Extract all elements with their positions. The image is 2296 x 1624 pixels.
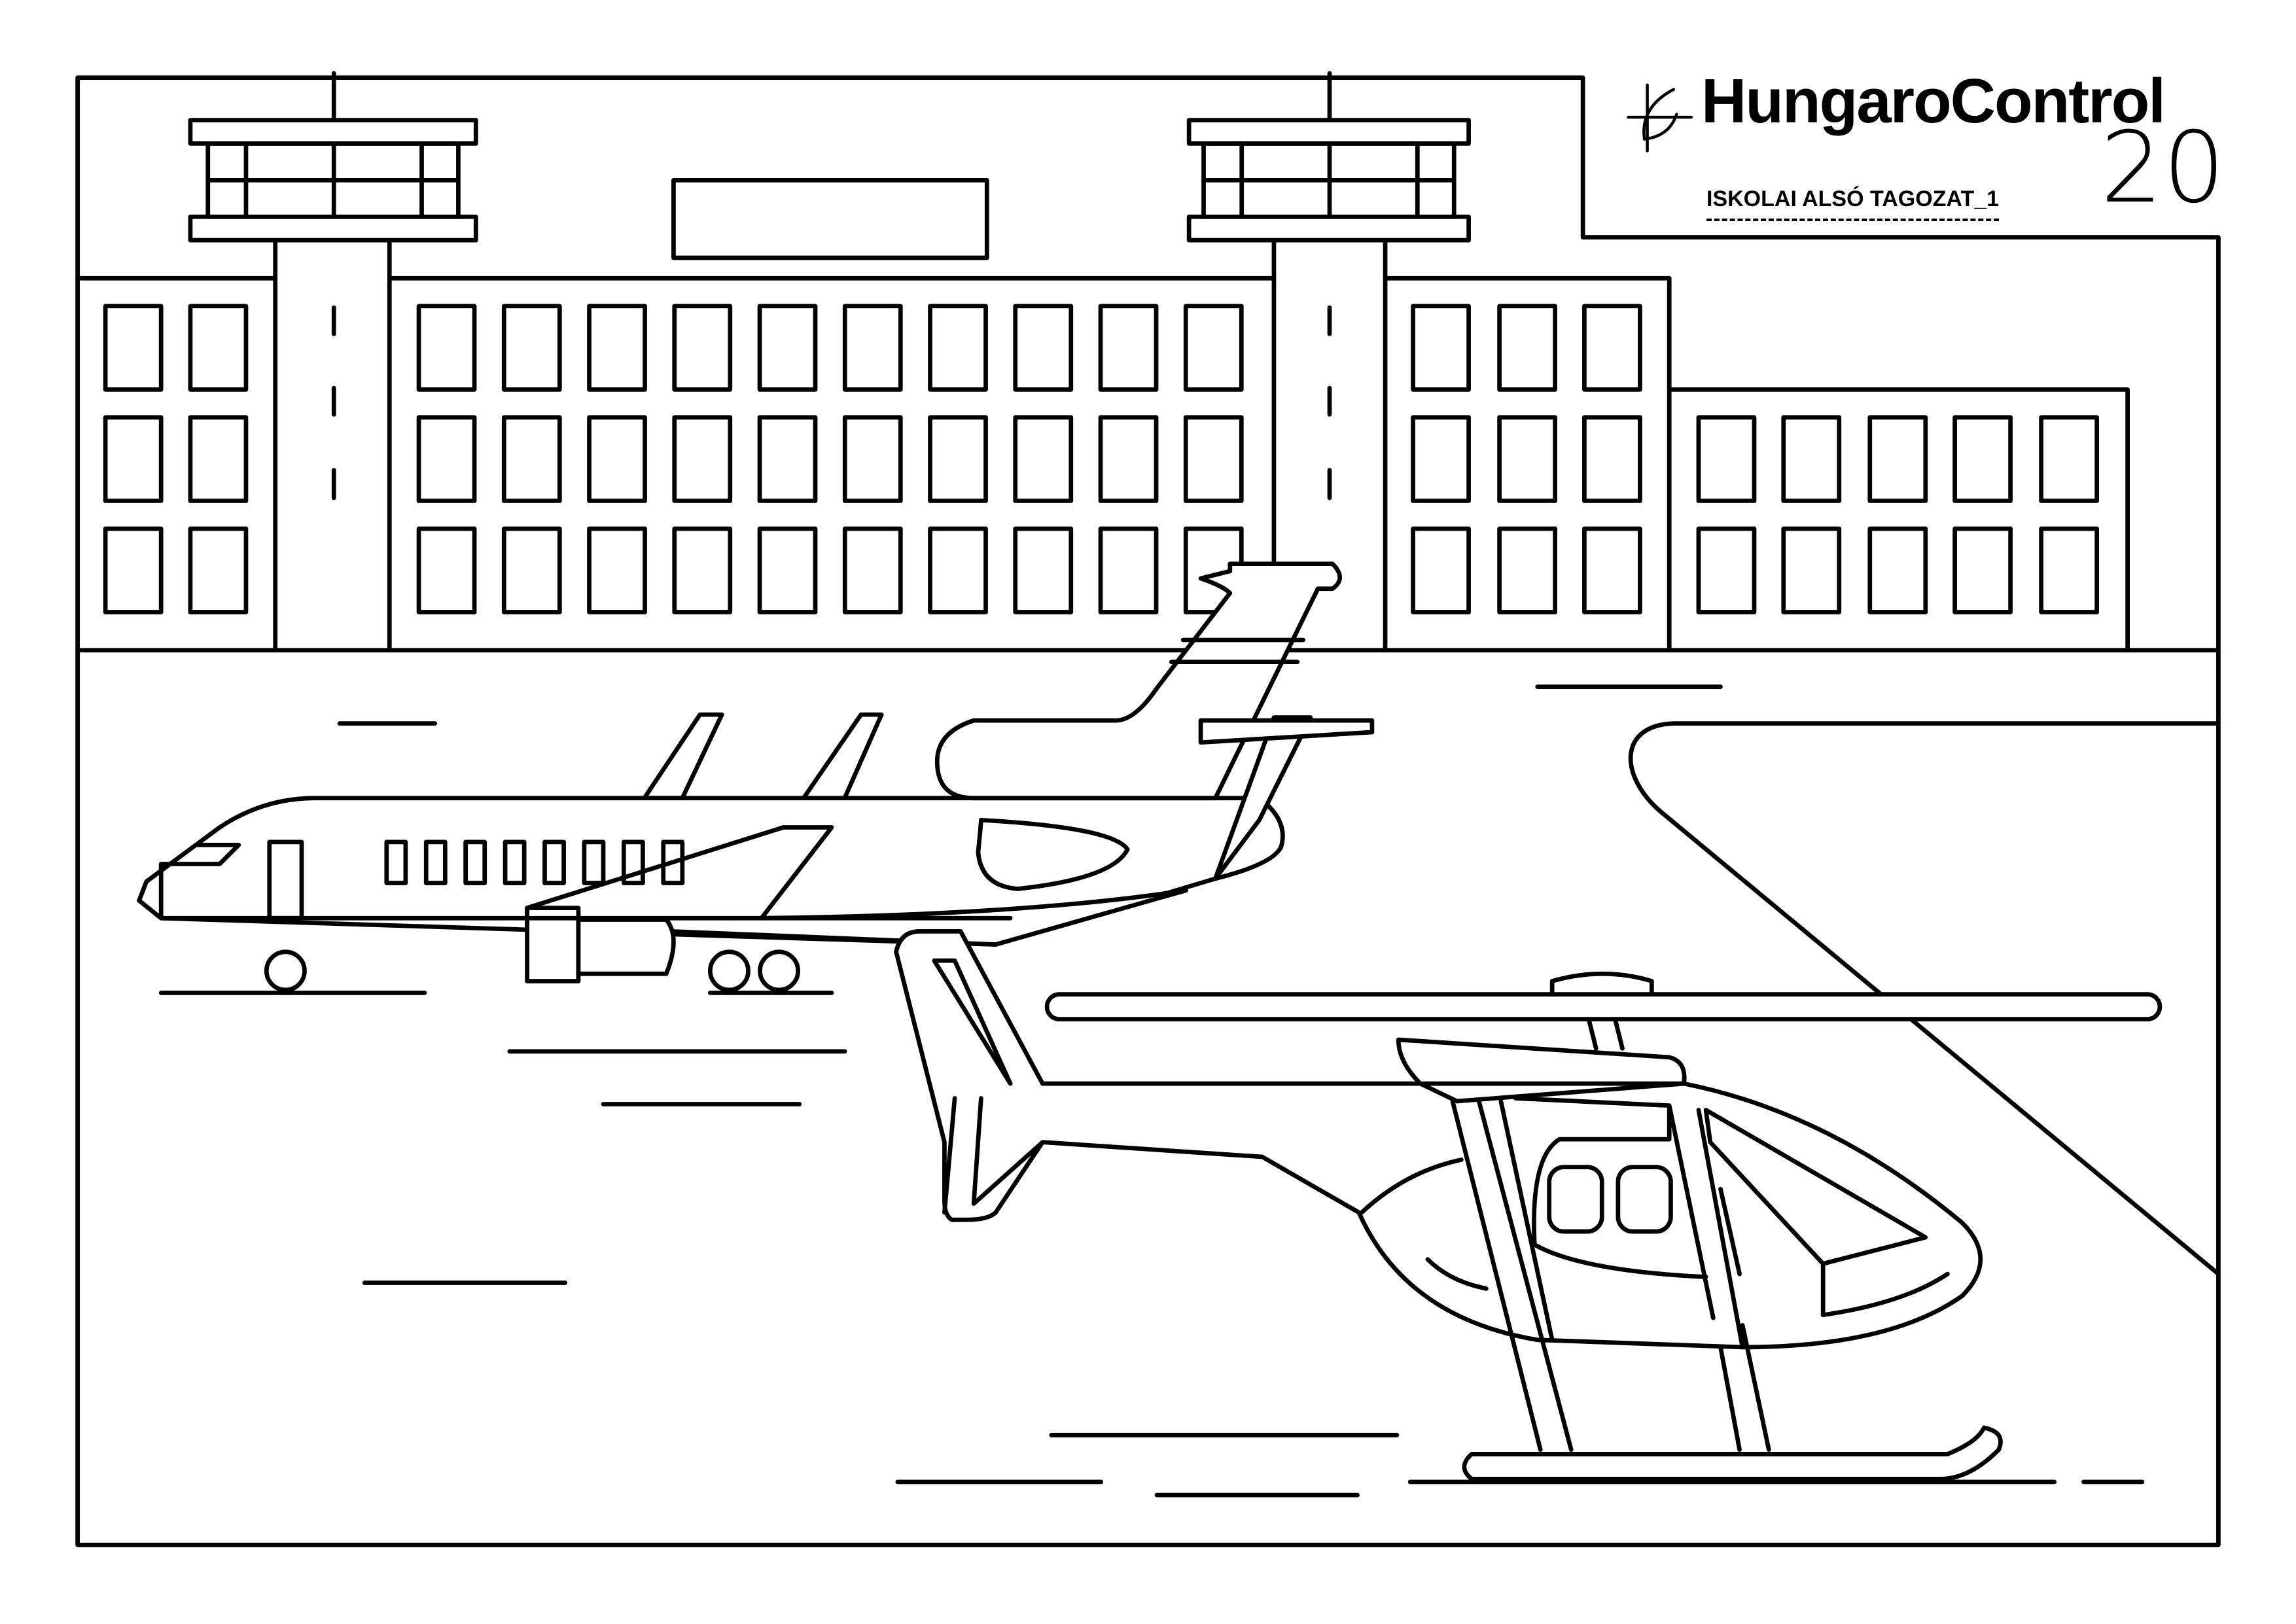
helicopter [894,929,2163,1481]
window [1013,304,1074,392]
window [842,526,903,614]
window [928,304,988,392]
window [1411,526,1471,614]
window [1098,415,1159,503]
window [188,415,249,503]
window [416,526,477,614]
window [757,526,818,614]
window [501,304,562,392]
window [103,415,164,503]
window [1098,526,1159,614]
window [1952,526,2013,614]
window [501,526,562,614]
window [1696,526,1757,614]
window [842,304,903,392]
window [1781,526,1842,614]
taxiway [1628,721,2221,1277]
window [1867,415,1928,503]
page-frame [75,75,2221,1547]
window [1411,304,1471,392]
window [1582,415,1642,503]
hungarocontrol-emblem [1627,83,1693,152]
porthole [582,839,606,885]
porthole [503,839,527,885]
window [188,526,249,614]
window [1183,304,1244,392]
window [1582,304,1642,392]
porthole [542,839,566,885]
anniversary-number: 20 [2100,111,2225,225]
window [1013,415,1074,503]
window [587,304,647,392]
window [2039,415,2100,503]
window [1497,415,1557,503]
window [416,304,477,392]
window [1867,526,1928,614]
window [188,304,249,392]
airplane [137,561,1375,993]
window [1952,415,2013,503]
window [1497,304,1557,392]
hungarocontrol-logo: HungaroControl [1701,66,2166,136]
subtitle: ISKOLAI ALSÓ TAGOZAT_1 [1706,186,2000,221]
ground-markings [158,684,2145,1498]
window [1497,526,1557,614]
window [416,415,477,503]
window [103,304,164,392]
window [1098,304,1159,392]
window [501,415,562,503]
window [103,526,164,614]
window [672,526,733,614]
window [587,526,647,614]
window [672,415,733,503]
window [1411,415,1471,503]
control-tower-left [188,71,478,243]
terminal-building [75,177,2221,653]
window [1183,415,1244,503]
window [672,304,733,392]
porthole [661,839,685,885]
window [1582,526,1642,614]
window [587,415,647,503]
window [1781,415,1842,503]
window [1013,526,1074,614]
window [842,415,903,503]
porthole [463,839,487,885]
control-tower-right [1186,71,1471,243]
porthole [384,839,408,885]
window [757,304,818,392]
porthole [621,839,645,885]
window [928,415,988,503]
window [2039,526,2100,614]
window [1696,415,1757,503]
porthole [423,839,448,885]
window [928,526,988,614]
window [757,415,818,503]
